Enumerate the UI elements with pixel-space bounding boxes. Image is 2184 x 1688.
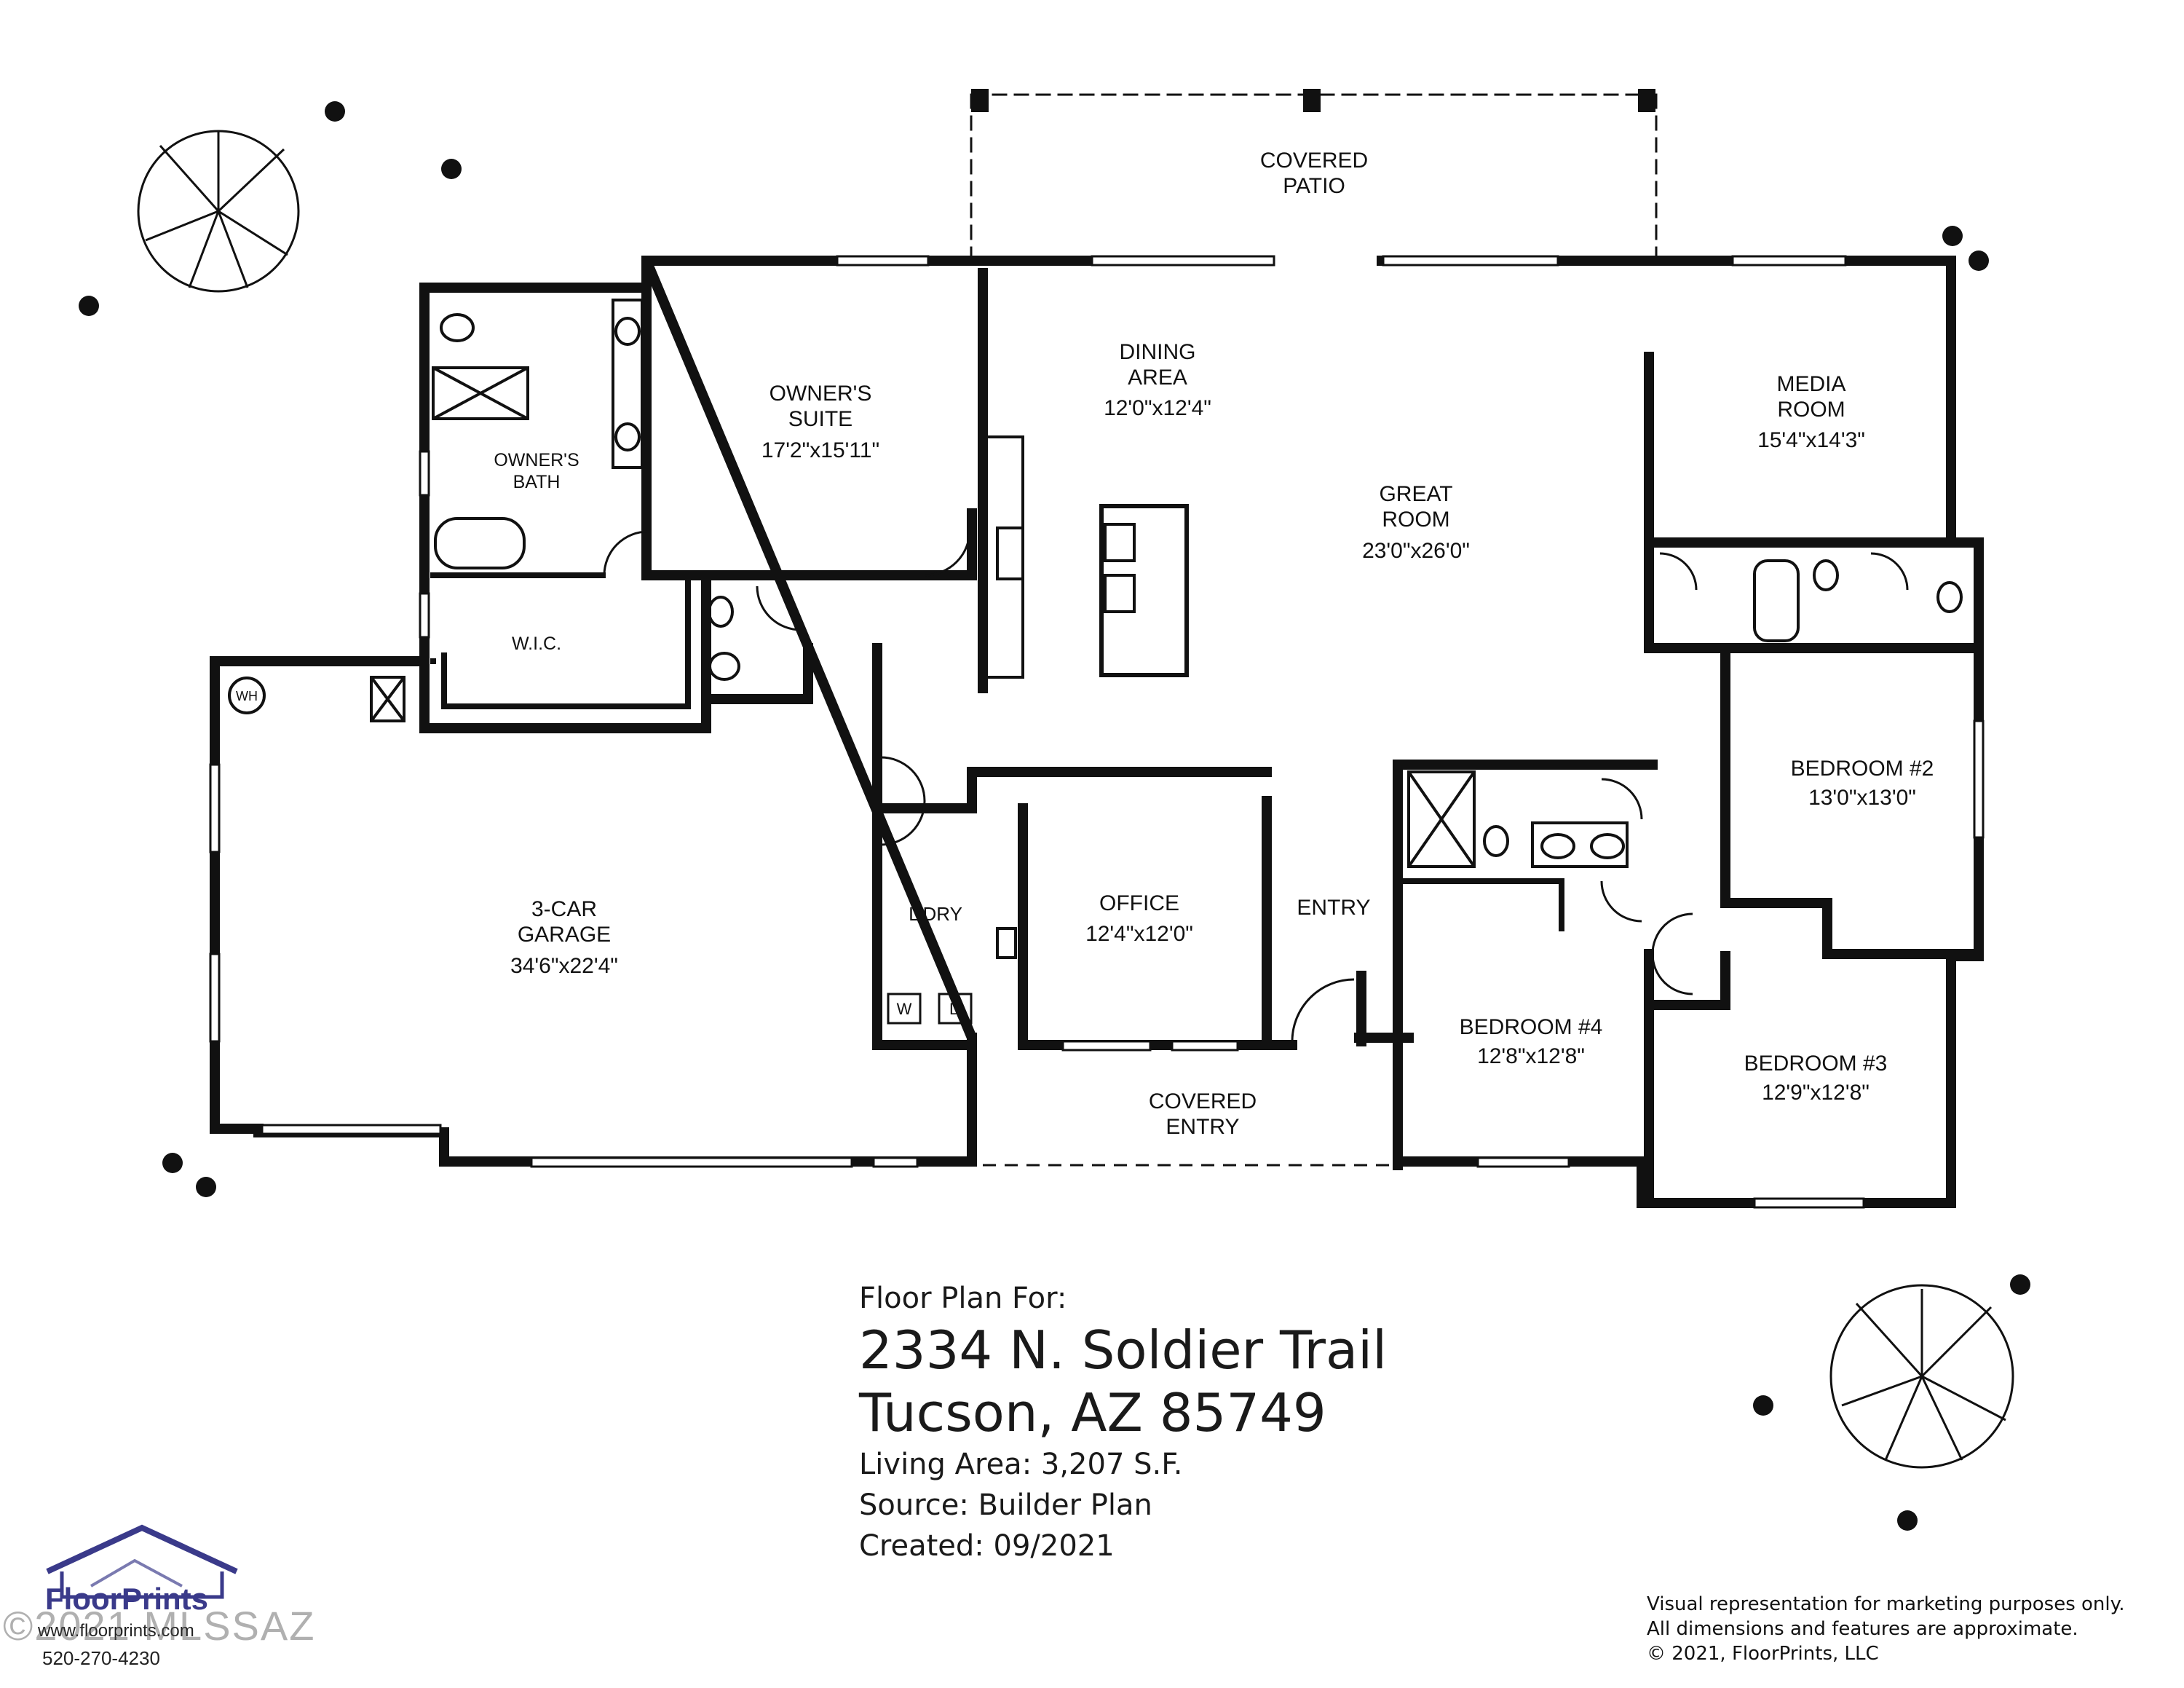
media-room-label-2: ROOM (1777, 398, 1845, 422)
bedroom4-label: BEDROOM #4 (1460, 1015, 1603, 1039)
living-area: Living Area: 3,207 S.F. (859, 1448, 1183, 1481)
address-line-2: Tucson, AZ 85749 (859, 1382, 1326, 1443)
dining-label-1: DINING (1120, 340, 1196, 364)
covered-entry-label-2: ENTRY (1166, 1115, 1239, 1139)
tree-bottom-right (1829, 1284, 2014, 1469)
logo-phone: 520-270-4230 (42, 1647, 160, 1669)
media-room-label-1: MEDIA (1776, 372, 1845, 396)
disclaimer: Visual representation for marketing purp… (1647, 1592, 2125, 1666)
garage-label-1: 3-CAR (531, 897, 597, 921)
laundry-label: L'DRY (909, 903, 962, 925)
owners-suite-label-1: OWNER'S (769, 382, 872, 406)
address-line-1: 2334 N. Soldier Trail (859, 1320, 1388, 1381)
washer-label: W (897, 1000, 912, 1018)
shrubs (79, 101, 2030, 1531)
floorprints-logo-icon (46, 1524, 238, 1599)
office-dimensions: 12'4"x12'0" (1085, 922, 1193, 946)
garage-dimensions: 34'6"x22'4" (510, 954, 618, 978)
logo-website: www.floorprints.com (38, 1621, 194, 1641)
disclaimer-line-1: Visual representation for marketing purp… (1647, 1593, 2125, 1615)
covered-patio-label-2: PATIO (1283, 174, 1345, 198)
owners-bath-label-1: OWNER'S (494, 450, 579, 470)
office-label: OFFICE (1099, 891, 1179, 915)
entry-label: ENTRY (1297, 896, 1370, 920)
covered-entry-label-1: COVERED (1149, 1089, 1257, 1113)
owners-suite-label-2: SUITE (788, 407, 852, 431)
disclaimer-line-3: © 2021, FloorPrints, LLC (1647, 1643, 1879, 1665)
bedroom2-dimensions: 13'0"x13'0" (1808, 786, 1916, 810)
bedroom4-dimensions: 12'8"x12'8" (1477, 1044, 1585, 1068)
great-room-dimensions: 23'0"x26'0" (1362, 539, 1470, 563)
dryer-label: D (949, 1000, 961, 1018)
dining-dimensions: 12'0"x12'4" (1104, 396, 1211, 420)
created-date: Created: 09/2021 (859, 1529, 1115, 1563)
great-room-label-1: GREAT (1379, 482, 1452, 506)
wic-label: W.I.C. (512, 634, 561, 654)
great-room-label-2: ROOM (1382, 508, 1449, 532)
dining-label-2: AREA (1128, 366, 1187, 390)
disclaimer-line-2: All dimensions and features are approxim… (1647, 1618, 2078, 1640)
covered-patio-outline (970, 93, 1658, 262)
media-room-dimensions: 15'4"x14'3" (1757, 428, 1865, 452)
owners-bath-label-2: BATH (513, 472, 561, 492)
logo-name: FloorPrints (45, 1582, 209, 1616)
plan-info-label: Floor Plan For: (859, 1282, 1067, 1315)
bedroom2-label: BEDROOM #2 (1791, 757, 1934, 781)
garage-label-2: GARAGE (518, 923, 611, 947)
covered-patio-label-1: COVERED (1260, 149, 1368, 173)
bedroom3-label: BEDROOM #3 (1744, 1052, 1888, 1076)
source: Source: Builder Plan (859, 1488, 1152, 1522)
owners-suite-dimensions: 17'2"x15'11" (761, 438, 879, 462)
bedroom3-dimensions: 12'9"x12'8" (1762, 1081, 1870, 1105)
water-heater-label: WH (236, 689, 258, 703)
tree-top-left (137, 130, 300, 293)
plan-info: Floor Plan For: 2334 N. Soldier Trail Tu… (859, 1278, 1387, 1566)
mls-watermark: ©2021 MLSSAZ (3, 1603, 316, 1649)
